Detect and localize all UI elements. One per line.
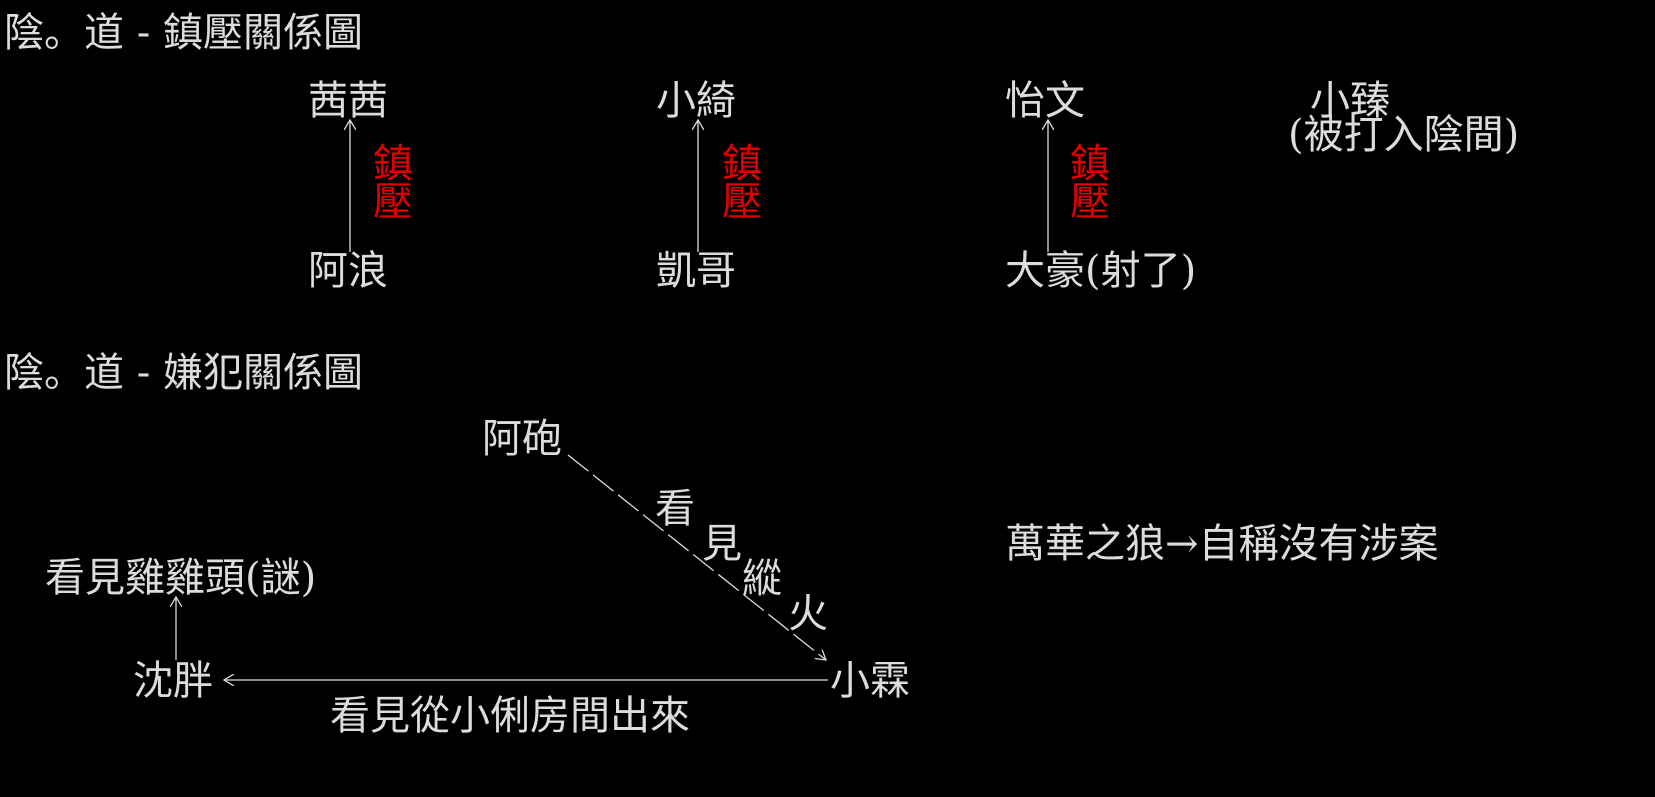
node-shenpang: 沈胖 (133, 658, 213, 704)
wolf-note: 萬華之狼→自稱沒有涉案 (1005, 521, 1439, 567)
node-xiaozhen: 小臻 (1310, 78, 1390, 124)
label-suppress-3: 鎮壓 (1070, 141, 1110, 225)
node-kaige: 凱哥 (656, 248, 736, 294)
node-xixi: 茜茜 (308, 78, 388, 124)
edge-label-char-4: 火 (788, 591, 828, 637)
node-apao: 阿砲 (482, 416, 562, 462)
node-saw-head: 看見雞雞頭(謎) (45, 555, 317, 601)
edge-label-char-1: 看 (655, 486, 695, 532)
node-xiaolin: 小霖 (830, 658, 910, 704)
node-dahao: 大豪(射了) (1005, 248, 1197, 294)
edge-label-char-2: 見 (702, 521, 742, 567)
arrow-apao-to-xiaolin (567, 454, 826, 660)
edge-label-xiaolin-shenpang: 看見從小俐房間出來 (330, 693, 690, 739)
suspect-diagram-title: 陰。道 - 嫌犯關係圖 (4, 350, 363, 396)
label-suppress-2: 鎮壓 (722, 141, 762, 225)
node-xiaozhen-note: (被打入陰間) (1288, 112, 1520, 158)
node-xiaoyi: 小綺 (656, 78, 736, 124)
node-alang: 阿浪 (308, 248, 388, 294)
suppression-diagram-title: 陰。道 - 鎮壓關係圖 (4, 10, 363, 56)
node-yiwen: 怡文 (1005, 78, 1085, 124)
label-suppress-1: 鎮壓 (373, 141, 413, 225)
edge-label-char-3: 縱 (742, 556, 782, 602)
